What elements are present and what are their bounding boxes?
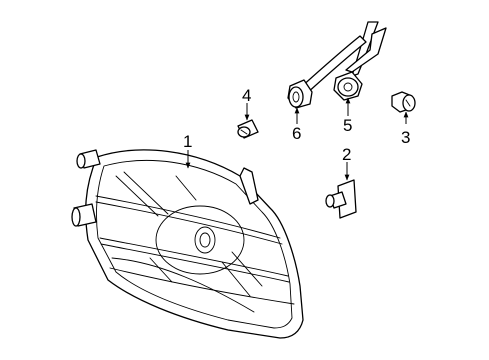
adjuster-2 [325,179,357,219]
bulb-3 [391,91,416,113]
bulb-socket-6 [287,79,313,109]
wiring-harness [299,21,387,95]
callout-4: 4 [242,86,251,105]
callout-3: 3 [401,128,410,147]
callout-1: 1 [183,132,192,151]
bulb-socket-5 [333,71,363,101]
wedge-bulb-4 [237,119,259,139]
callout-2: 2 [342,145,351,164]
callout-6: 6 [292,124,301,143]
headlamp-assembly [71,149,304,339]
leader-lines [185,97,409,181]
callout-5: 5 [343,116,352,135]
